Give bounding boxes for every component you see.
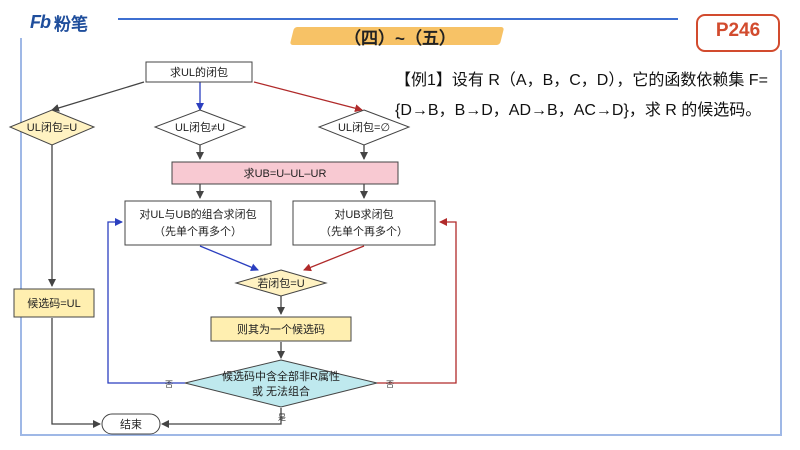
page-badge-label: P246	[715, 20, 761, 41]
example-text: 【例1】设有 R（A，B，C，D），它的函数依赖集 F={D→B，B→D，AD→…	[395, 72, 768, 119]
decision-ul-eq-u: UL闭包=U	[8, 109, 96, 146]
combo-closure-line2: （先单个再多个）	[154, 224, 242, 238]
edge-label-no-right: 否	[386, 380, 394, 389]
combo-closure-line1: 对UL与UB的组合求闭包	[139, 207, 256, 221]
compute-ub-label: 求UB=U–UL–UR	[244, 167, 327, 180]
ub-closure-line1: 对UB求闭包	[334, 207, 393, 221]
start-label: 求UL的闭包	[170, 65, 228, 79]
ub-closure-box: 对UB求闭包 （先单个再多个）	[292, 200, 436, 246]
page-badge: P246	[696, 14, 780, 52]
ub-closure-line2: （先单个再多个）	[320, 224, 408, 238]
decision-closure-u-label: 若闭包=U	[257, 277, 304, 290]
frame-right-border	[780, 50, 782, 436]
start-box: 求UL的闭包	[145, 61, 253, 83]
compute-ub-box: 求UB=U–UL–UR	[171, 161, 399, 185]
frame-left-border	[20, 38, 22, 436]
logo-text: 粉笔	[54, 15, 88, 34]
candidate-ul-box: 候选码=UL	[13, 288, 95, 318]
is-candidate-label: 则其为一个候选码	[237, 322, 325, 336]
header-divider	[118, 18, 678, 20]
logo-mark: Fb	[30, 12, 51, 32]
decision-ul-empty-label: UL闭包=∅	[338, 121, 390, 134]
decision-closure-u: 若闭包=U	[234, 269, 328, 297]
slide-title: （四）~（五）	[344, 29, 456, 48]
candidate-ul-label: 候选码=UL	[27, 296, 81, 310]
decision-ul-neq-u-label: UL闭包≠U	[175, 121, 225, 134]
decision-final: 候选码中含全部非R属性 或 无法组合	[184, 359, 378, 408]
is-candidate-box: 则其为一个候选码	[210, 316, 352, 342]
end-label: 结束	[120, 418, 142, 431]
flow-connectors	[48, 81, 457, 428]
edge-label-no-left: 否	[165, 380, 173, 389]
decision-ul-empty: UL闭包=∅	[317, 109, 411, 146]
decision-ul-neq-u: UL闭包≠U	[153, 109, 247, 146]
decision-final-line1: 候选码中含全部非R属性	[222, 369, 340, 383]
edge-label-yes: 是	[278, 413, 286, 422]
decision-ul-eq-u-label: UL闭包=U	[27, 121, 77, 134]
logo: Fb 粉笔	[30, 10, 88, 35]
combo-closure-box: 对UL与UB的组合求闭包 （先单个再多个）	[124, 200, 272, 246]
end-node: 结束	[101, 413, 161, 435]
frame-bottom-border	[20, 434, 782, 436]
decision-final-line2: 或 无法组合	[252, 384, 310, 398]
